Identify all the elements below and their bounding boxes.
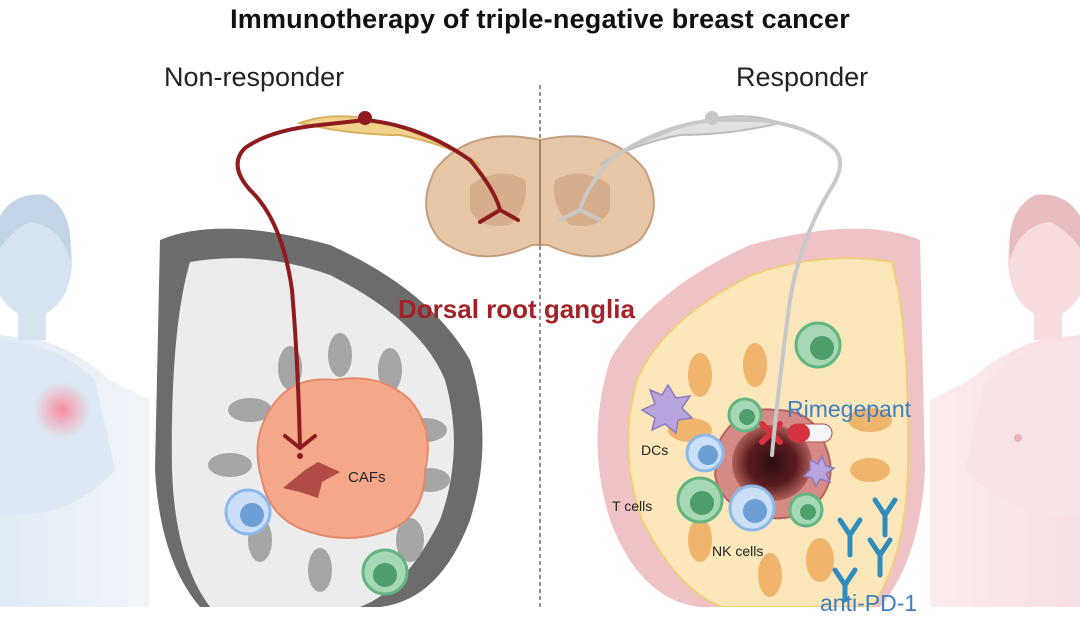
t-cell [794,321,842,369]
caf-nucleus [297,453,303,459]
dorsal-root-ganglia-label: Dorsal root ganglia [398,294,635,324]
dcs-label: DCs [641,442,669,458]
non-responder-label: Non-responder [164,62,345,92]
drg-neuron-body [705,111,719,125]
drg-neuron-body [358,111,372,125]
nk-cell [728,484,776,532]
t-cell [361,548,409,596]
spinal-cord [425,135,655,258]
non-responder-breast [155,228,483,607]
anti-pd1-label: anti-PD-1 [820,590,918,616]
caf-cell [283,462,340,498]
block-x-icon [759,421,783,445]
cafs-label: CAFs [348,469,386,486]
sensory-nerve-dark [235,117,520,450]
nk-cell [685,433,725,473]
rimegepant-label: Rimegepant [787,396,912,422]
nipple-marker [1014,434,1022,442]
dendritic-cell [640,383,694,435]
t-cell [788,492,824,528]
non-responder-figure [0,194,150,607]
dendritic-cell [802,454,836,488]
t-cell [676,476,724,524]
t-cells-label: T cells [612,498,653,514]
nk-cell [224,488,272,536]
anti-pd1-antibodies [832,497,898,603]
rimegepant-capsule [787,423,833,443]
figure-title: Immunotherapy of triple-negative breast … [230,4,850,34]
nk-cells-label: NK cells [712,543,764,559]
sensory-nerve-gray [558,118,842,457]
t-cell [727,397,763,433]
responder-label: Responder [736,62,869,92]
tumor-site-glow [34,382,90,438]
responder-figure [930,194,1080,607]
